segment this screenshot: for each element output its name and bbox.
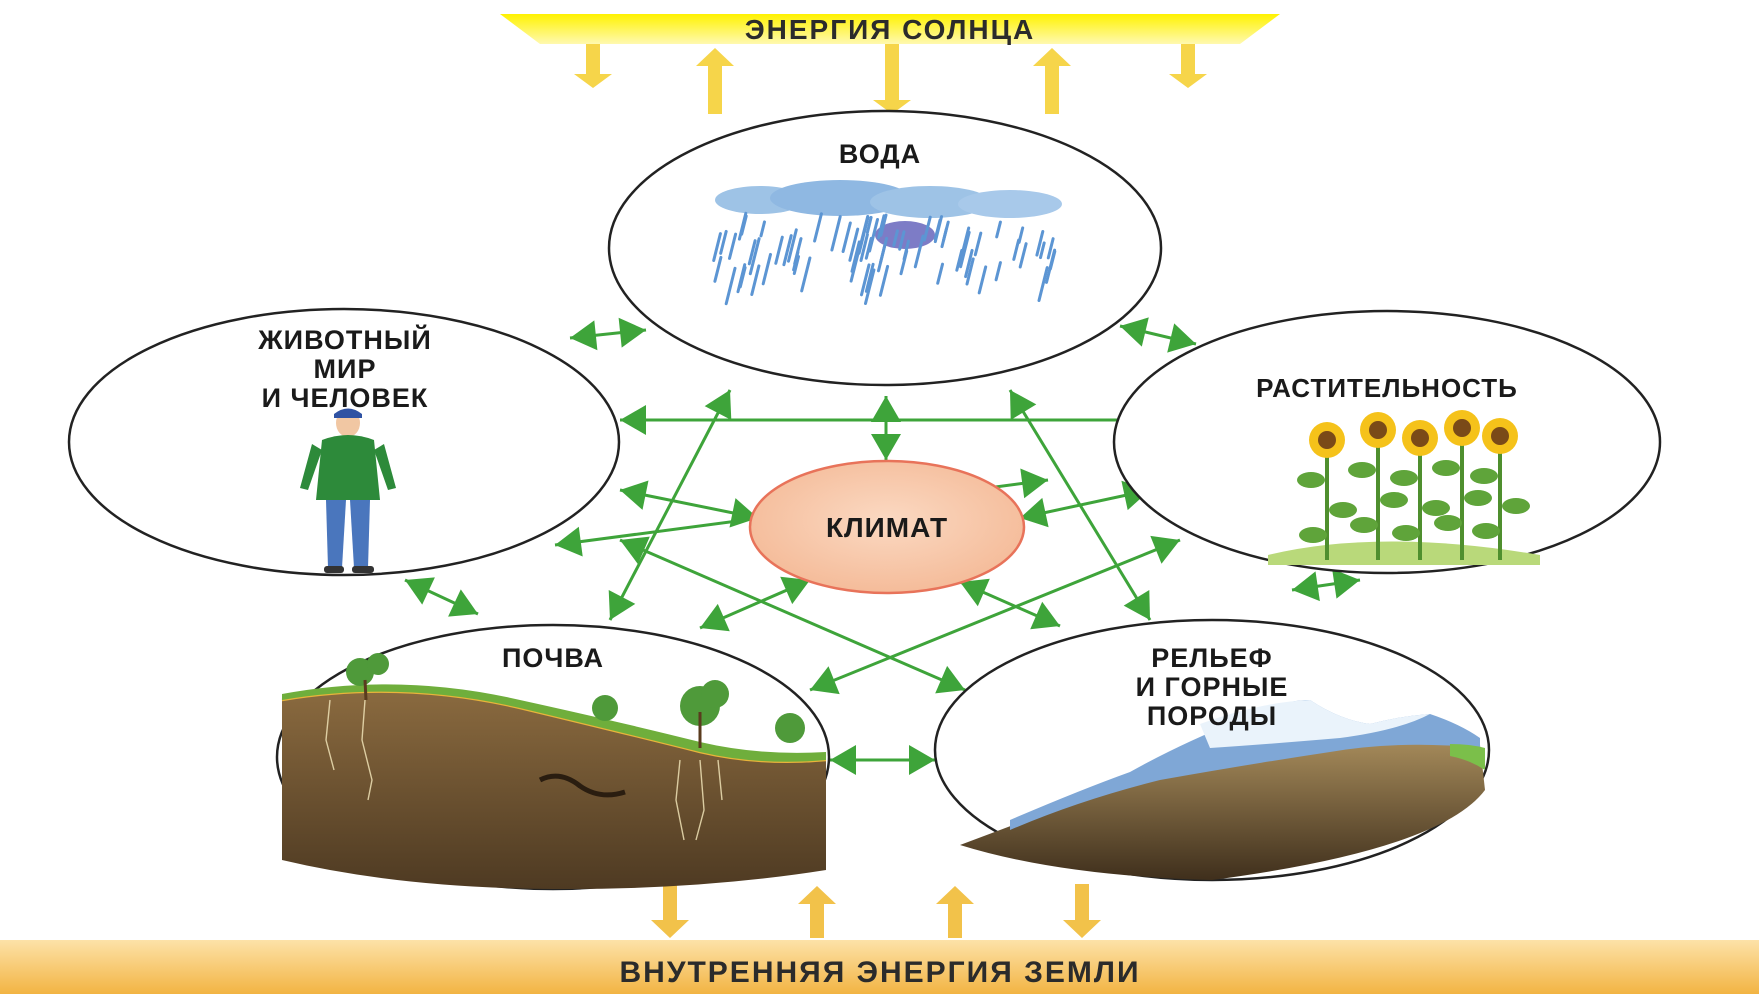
sun-energy-band: ЭНЕРГИЯ СОЛНЦА — [500, 14, 1280, 114]
arrowhead — [871, 396, 901, 422]
sun-arrows — [574, 44, 1207, 114]
earth-energy-label: ВНУТРЕННЯЯ ЭНЕРГИЯ ЗЕМЛИ — [619, 956, 1140, 989]
earth-arrows — [651, 884, 1101, 938]
arrowhead — [1020, 469, 1048, 499]
sunflower-leaf — [1470, 468, 1498, 484]
sunflower-center — [1453, 419, 1471, 437]
sunflower-leaf — [1380, 492, 1408, 508]
soil-label: ПОЧВА — [502, 643, 604, 673]
relief-label-line2: И ГОРНЫЕ — [1136, 672, 1289, 702]
node-soil: ПОЧВА — [277, 625, 829, 889]
arrowhead — [620, 405, 646, 435]
node-fauna: ЖИВОТНЫЙ МИР И ЧЕЛОВЕК — [69, 309, 619, 575]
node-climate: КЛИМАТ — [750, 461, 1024, 593]
sunflower-leaf — [1390, 470, 1418, 486]
arrowhead — [620, 481, 649, 510]
sunflower-leaf — [1299, 527, 1327, 543]
arrowhead — [619, 318, 646, 348]
sunflower-stem — [1460, 442, 1464, 560]
sunflower-leaf — [1392, 525, 1420, 541]
arrowhead — [1124, 590, 1150, 620]
sunflower-stem — [1498, 450, 1502, 560]
water-label: ВОДА — [839, 139, 921, 169]
sunflower-leaf — [1350, 517, 1378, 533]
relief-label-line3: ПОРОДЫ — [1147, 701, 1277, 731]
fauna-label-line2: МИР — [314, 354, 377, 384]
relief-label-line1: РЕЛЬЕФ — [1151, 643, 1272, 673]
sunflower-leaf — [1422, 500, 1450, 516]
sunflower-leaf — [1432, 460, 1460, 476]
node-vegetation: РАСТИТЕЛЬНОСТЬ — [1114, 311, 1660, 573]
arrowhead — [909, 745, 935, 775]
arrowhead — [1167, 323, 1196, 352]
arrowhead — [871, 434, 901, 460]
earth-energy-band: ВНУТРЕННЯЯ ЭНЕРГИЯ ЗЕМЛИ — [0, 884, 1759, 994]
node-relief: РЕЛЬЕФ И ГОРНЫЕ ПОРОДЫ — [935, 620, 1489, 880]
sunflower-stem — [1418, 452, 1422, 560]
sunflower-leaf — [1464, 490, 1492, 506]
arrowhead — [1292, 571, 1320, 601]
sunflower-center — [1491, 427, 1509, 445]
sunflower-stem — [1376, 444, 1380, 560]
sunflower-leaf — [1434, 515, 1462, 531]
sunflower-leaf — [1502, 498, 1530, 514]
sunflower-center — [1411, 429, 1429, 447]
sunflower-center — [1369, 421, 1387, 439]
sun-energy-label: ЭНЕРГИЯ СОЛНЦА — [745, 14, 1036, 45]
fauna-label-line1: ЖИВОТНЫЙ — [257, 324, 431, 355]
sunflower-leaf — [1472, 523, 1500, 539]
node-water: ВОДА — [609, 111, 1161, 385]
arrowhead — [1120, 317, 1149, 346]
arrowhead — [1010, 390, 1036, 420]
fauna-label-line3: И ЧЕЛОВЕК — [262, 383, 429, 413]
arrowhead — [555, 527, 583, 557]
sunflower-leaf — [1348, 462, 1376, 478]
sunflower-center — [1318, 431, 1336, 449]
sunflower-leaf — [1297, 472, 1325, 488]
vegetation-label: РАСТИТЕЛЬНОСТЬ — [1256, 373, 1518, 403]
arrowhead — [570, 320, 597, 350]
sunflower-leaf — [1329, 502, 1357, 518]
sunflower-stem — [1325, 454, 1329, 560]
arrowhead — [830, 745, 856, 775]
climate-label: КЛИМАТ — [826, 512, 948, 543]
